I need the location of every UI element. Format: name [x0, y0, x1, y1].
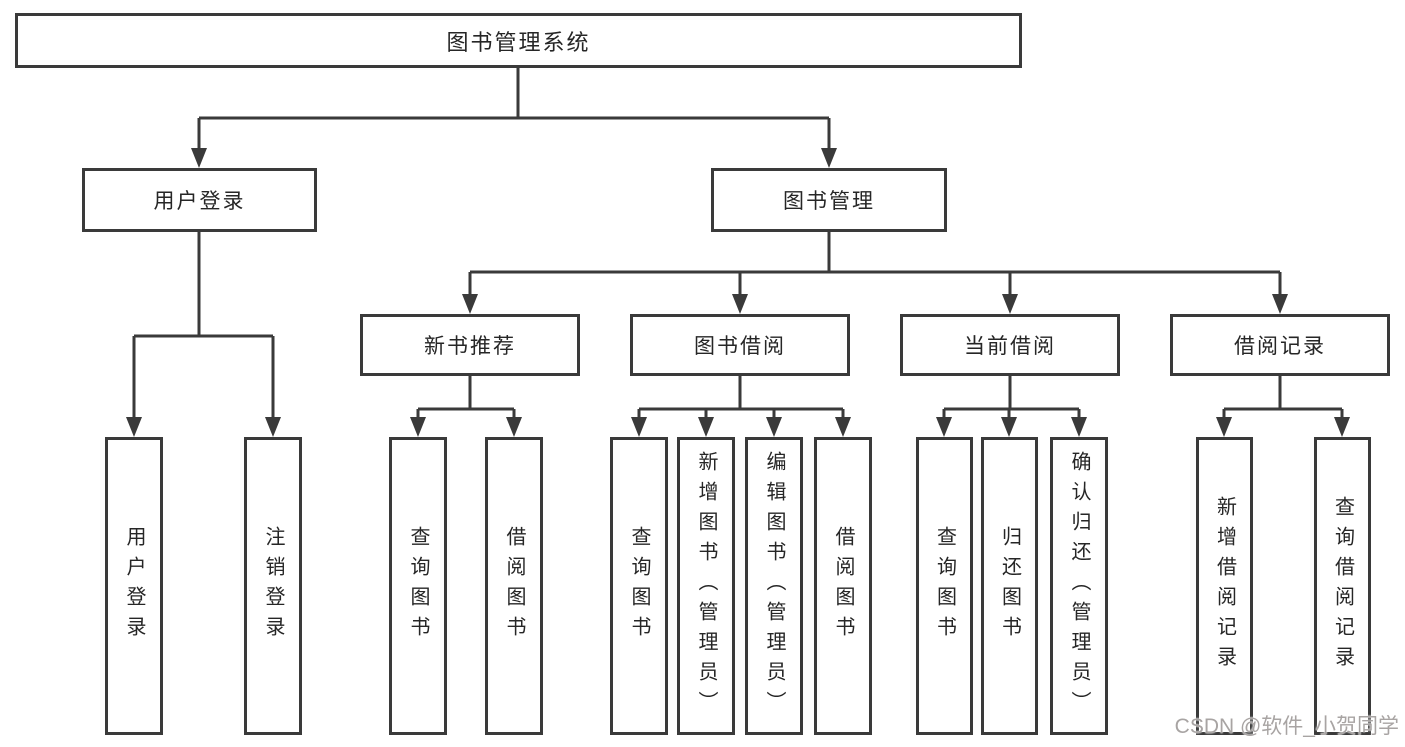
- node-user-login: 用户登录: [82, 168, 317, 232]
- leaf-query-books-2-label: 查询图书: [628, 526, 650, 646]
- leaf-logout: 注销登录: [244, 437, 302, 735]
- node-library-system-label: 图书管理系统: [446, 29, 591, 55]
- node-library-system: 图书管理系统: [15, 13, 1022, 68]
- leaf-query-books-2: 查询图书: [610, 437, 668, 735]
- leaf-return-book: 归还图书: [981, 437, 1038, 735]
- leaf-borrow-books-2-label: 借阅图书: [832, 526, 854, 646]
- leaf-add-borrow-record-label: 新增借阅记录: [1213, 496, 1236, 676]
- leaf-edit-book-admin-label: 编辑图书（管理员）: [763, 451, 785, 721]
- node-borrowing-records: 借阅记录: [1170, 314, 1390, 376]
- node-book-management: 图书管理: [711, 168, 947, 232]
- leaf-confirm-return-admin: 确认归还（管理员）: [1050, 437, 1108, 735]
- node-user-login-label: 用户登录: [153, 190, 246, 213]
- node-new-book-recommend: 新书推荐: [360, 314, 580, 376]
- leaf-query-books-3-label: 查询图书: [933, 526, 956, 646]
- node-book-borrowing-label: 图书借阅: [694, 335, 786, 358]
- node-new-book-recommend-label: 新书推荐: [424, 335, 516, 358]
- node-book-management-label: 图书管理: [783, 190, 875, 213]
- leaf-add-borrow-record: 新增借阅记录: [1196, 437, 1253, 735]
- leaf-query-books-1-label: 查询图书: [407, 526, 429, 646]
- leaf-logout-label: 注销登录: [262, 526, 284, 646]
- leaf-add-book-admin-label: 新增图书（管理员）: [695, 451, 717, 721]
- leaf-return-book-label: 归还图书: [998, 526, 1021, 646]
- leaf-query-borrow-record-label: 查询借阅记录: [1331, 496, 1354, 676]
- leaf-borrow-books-1-label: 借阅图书: [503, 526, 525, 646]
- leaf-borrow-books-1: 借阅图书: [485, 437, 543, 735]
- leaf-add-book-admin: 新增图书（管理员）: [677, 437, 735, 735]
- leaf-query-books-1: 查询图书: [389, 437, 447, 735]
- node-borrowing-records-label: 借阅记录: [1234, 335, 1326, 358]
- leaf-query-books-3: 查询图书: [916, 437, 973, 735]
- node-current-borrowing: 当前借阅: [900, 314, 1120, 376]
- leaf-query-borrow-record: 查询借阅记录: [1314, 437, 1371, 735]
- leaf-edit-book-admin: 编辑图书（管理员）: [745, 437, 803, 735]
- leaf-user-login: 用户登录: [105, 437, 163, 735]
- node-book-borrowing: 图书借阅: [630, 314, 850, 376]
- leaf-user-login-label: 用户登录: [123, 526, 145, 646]
- node-current-borrowing-label: 当前借阅: [964, 335, 1056, 358]
- leaf-confirm-return-admin-label: 确认归还（管理员）: [1068, 451, 1090, 721]
- watermark: CSDN @软件_小贺同学: [1174, 715, 1399, 738]
- leaf-borrow-books-2: 借阅图书: [814, 437, 872, 735]
